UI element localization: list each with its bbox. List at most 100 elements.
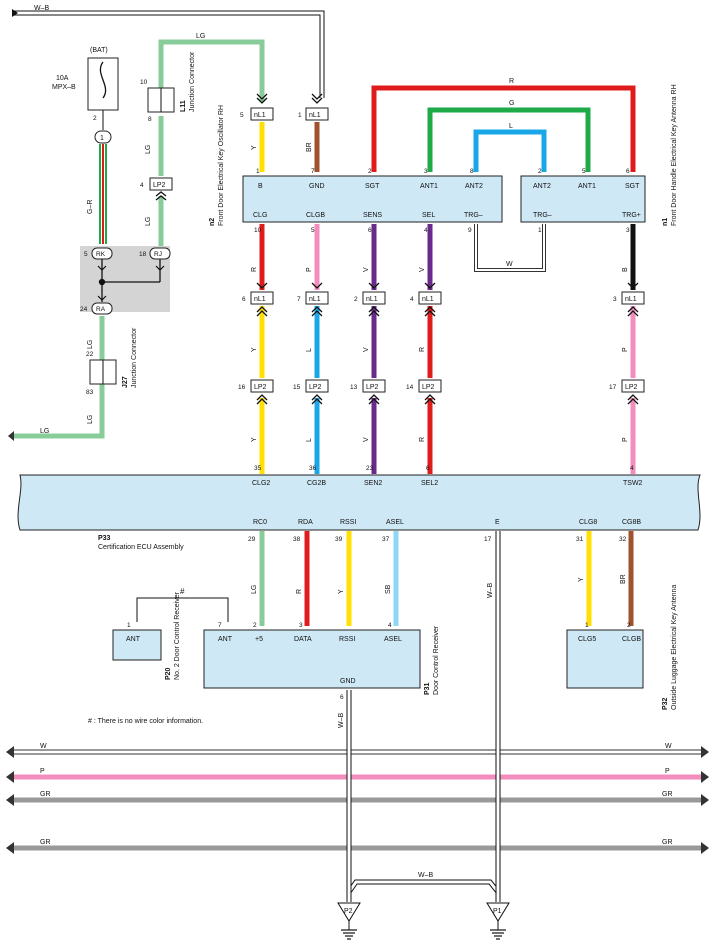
wire-lg-left-label-3: LG (87, 340, 94, 349)
wire-j27-exit (12, 384, 105, 439)
wire-lg-top (158, 39, 265, 102)
splice-rk (91, 247, 113, 260)
wire-top-w-b-label: W–B (34, 5, 50, 12)
svg-text:3: 3 (299, 622, 303, 629)
svg-text:LP2: LP2 (625, 384, 638, 391)
component-p20-name: No. 2 Door Control Receiver (174, 591, 181, 680)
svg-text:10: 10 (254, 227, 262, 234)
wire-lg-rc0-label: LG (251, 585, 258, 594)
svg-text:17: 17 (609, 384, 617, 391)
n2-top-pins: 1 7 2 3 8 (256, 168, 474, 175)
wire-w-loop (474, 224, 546, 272)
connector-nl1-row2 (250, 291, 645, 305)
chevron-down-icon (97, 265, 107, 271)
svg-text:SEL2: SEL2 (421, 480, 438, 487)
svg-text:B: B (258, 183, 263, 190)
svg-text:7: 7 (218, 622, 222, 629)
fuse-icon (99, 61, 107, 99)
chevron-up-icons-lp2 (256, 394, 639, 405)
wire-lg-left-label-2: LG (145, 217, 152, 226)
svg-text:6: 6 (242, 296, 246, 303)
ground-p2-icon (337, 902, 361, 940)
component-p31 (203, 629, 421, 689)
chevron-up-icons-row2 (256, 306, 639, 317)
fuse-amp-label: 10A (56, 75, 69, 82)
svg-text:nL1: nL1 (625, 296, 637, 303)
wire-br-cg8b-label: BR (620, 574, 627, 584)
splice-rj-pin: 18 (139, 251, 147, 258)
wire-y3-label: Y (251, 347, 258, 352)
wire-r4-label: R (419, 347, 426, 352)
ground-p2-label: P2 (344, 908, 353, 915)
bus-w (6, 746, 709, 758)
wire-l-loop (473, 129, 547, 172)
wire-w-label: W (506, 261, 513, 268)
svg-text:5: 5 (311, 227, 315, 234)
svg-text:nL1: nL1 (366, 296, 378, 303)
component-n1 (520, 175, 646, 223)
svg-text:17: 17 (484, 536, 492, 543)
bus-p (6, 771, 709, 783)
svg-text:TRG+: TRG+ (622, 212, 641, 219)
component-ecu-name: Certification ECU Assembly (98, 544, 184, 551)
wire-lg-left-label-1: LG (145, 145, 152, 154)
svg-text:23: 23 (366, 465, 374, 472)
bus-gr1-label-right: GR (662, 791, 673, 798)
connector-nl1-label: nL1 (309, 112, 321, 119)
fuse-box (87, 57, 119, 111)
splice-one-label: 1 (100, 135, 104, 142)
wire-l3-label: L (306, 348, 313, 352)
svg-text:3: 3 (626, 227, 630, 234)
chevron-down-icon (155, 265, 165, 271)
wire-l5-label: L (306, 438, 313, 442)
svg-text:CG2B: CG2B (307, 480, 326, 487)
svg-text:GND: GND (309, 183, 325, 190)
component-n2-code: n2 (209, 218, 216, 226)
svg-text:2: 2 (253, 622, 257, 629)
svg-text:4: 4 (410, 296, 414, 303)
svg-text:RSSI: RSSI (339, 636, 355, 643)
svg-text:CG8B: CG8B (622, 519, 641, 526)
component-p31-code: P31 (424, 682, 431, 695)
wire-v5-label: V (363, 437, 370, 442)
wire-g-label: G (509, 100, 514, 107)
svg-text:39: 39 (335, 536, 343, 543)
svg-text:SENS: SENS (363, 212, 382, 219)
bus-gr2-label-right: GR (662, 839, 673, 846)
svg-text:6: 6 (426, 465, 430, 472)
svg-text:7: 7 (311, 168, 315, 175)
wire-y-clg8-label: Y (578, 577, 585, 582)
svg-text:LP2: LP2 (309, 384, 322, 391)
svg-text:5: 5 (582, 168, 586, 175)
svg-text:ANT: ANT (218, 636, 233, 643)
svg-text:29: 29 (248, 536, 256, 543)
wire-lg-top-label: LG (196, 33, 205, 40)
chevron-down-icons-row2 (256, 282, 639, 289)
svg-text:14: 14 (406, 384, 414, 391)
fuse-name-label: MPX–B (52, 84, 76, 91)
wire-r-loop (371, 85, 636, 172)
wire-v4-label: V (363, 347, 370, 352)
connector-lp2-row-labels: LP2 LP2 LP2 LP2 LP2 (254, 384, 638, 391)
bus-gr2-label-left: GR (40, 839, 51, 846)
connector-nl1-top-1 (250, 93, 274, 121)
splice-one (94, 130, 112, 144)
component-ecu-code: P33 (98, 535, 111, 542)
component-n2-name: Front Door Electrical Key Oscillator RH (218, 105, 225, 226)
svg-text:ANT1: ANT1 (420, 183, 438, 190)
svg-text:TSW2: TSW2 (623, 480, 643, 487)
svg-text:7: 7 (297, 296, 301, 303)
wire-g-loop (427, 107, 591, 172)
n1-top-labels: ANT2 ANT1 SGT (533, 183, 640, 190)
wire-g-r-label: G–R (87, 200, 94, 214)
svg-text:1: 1 (256, 168, 260, 175)
wire-y5-label: Y (251, 437, 258, 442)
wire-r5-label: R (419, 437, 426, 442)
svg-text:LP2: LP2 (422, 384, 435, 391)
p31-gnd-label: GND (340, 678, 356, 685)
wire-hash-label: # (180, 587, 185, 596)
wire-hash (136, 597, 229, 622)
svg-text:ASEL: ASEL (384, 636, 402, 643)
nl1-pin-1: 1 (298, 112, 302, 119)
